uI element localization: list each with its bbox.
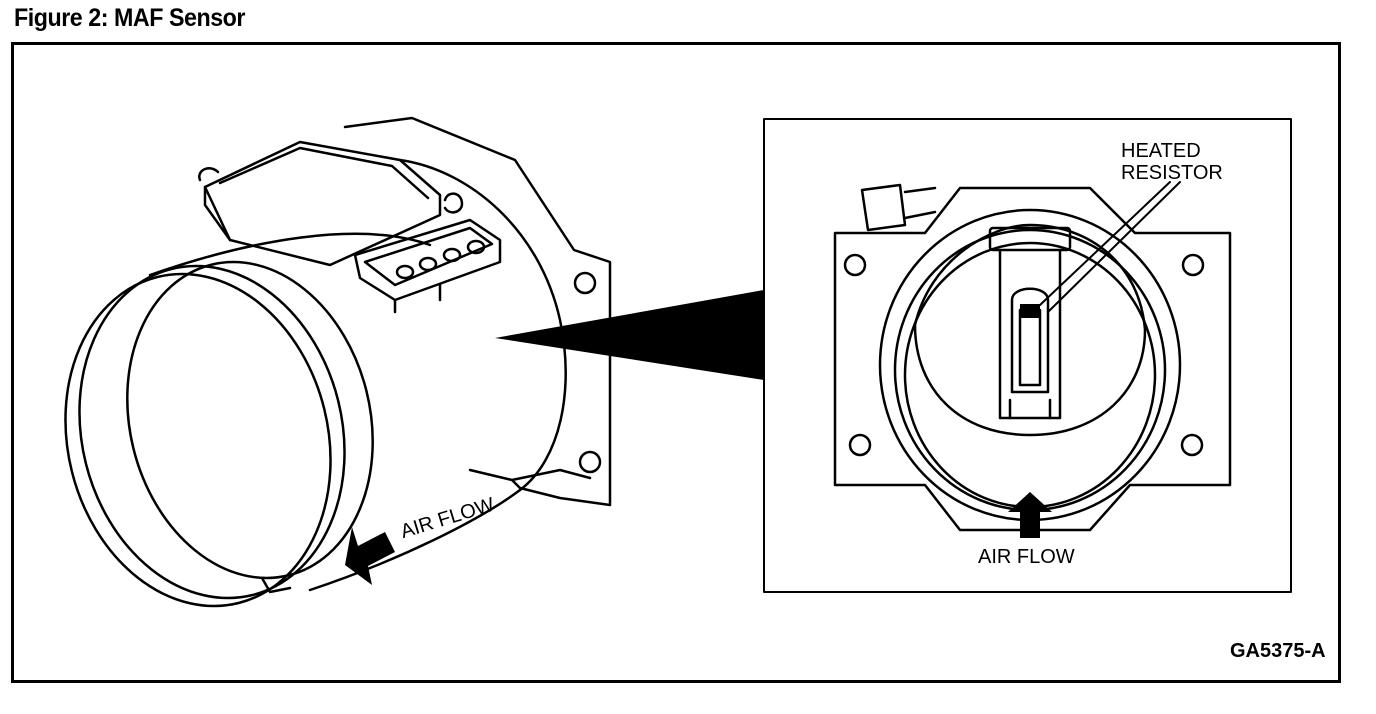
- heated-resistor-label-line2: RESISTOR: [1121, 162, 1223, 184]
- figure-title: Figure 2: MAF Sensor: [14, 4, 245, 32]
- air-flow-arrow-up-icon: [1008, 492, 1052, 538]
- figure-frame: [11, 42, 1341, 683]
- callout-wedge: [495, 290, 764, 380]
- heated-resistor-label-line1: HEATED: [1121, 140, 1201, 162]
- maf-sensor-body-drawing: [64, 116, 612, 608]
- air-flow-arrow-left-icon: [345, 527, 395, 585]
- air-flow-label-right: AIR FLOW: [978, 546, 1075, 568]
- figure-code: GA5375-A: [1230, 640, 1326, 662]
